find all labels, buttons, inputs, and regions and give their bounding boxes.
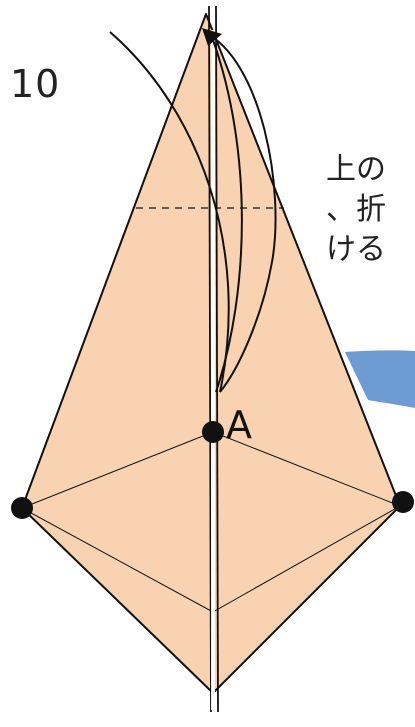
point-a-dot: [202, 421, 224, 443]
crease-lines: [21, 431, 401, 613]
point-a-label: A: [226, 403, 252, 447]
center-double-line: [208, 5, 219, 713]
center-gap: [211, 30, 215, 710]
instruction-line-1: 上の: [326, 152, 386, 187]
fold-arrow-icon: [109, 31, 277, 393]
arrow-head-icon: [202, 28, 222, 46]
step-number: 10: [10, 62, 61, 106]
left-corner-dot: [11, 497, 33, 519]
blue-arrow-band-icon: [345, 350, 415, 408]
right-corner-dot: [392, 491, 414, 513]
instruction-line-2: 、折: [326, 192, 386, 227]
instruction-line-3: ける: [326, 232, 386, 267]
